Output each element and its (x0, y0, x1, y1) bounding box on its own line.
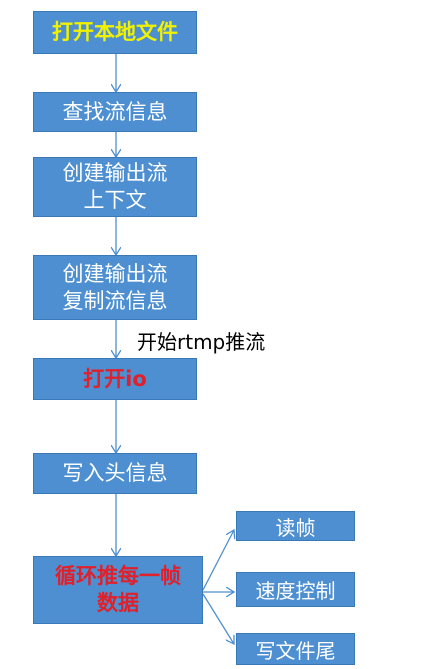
step-label-line1: 创建输出流 (62, 161, 168, 185)
step-label-line1: 创建输出流 (62, 261, 168, 286)
step-label: 打开io (83, 366, 147, 391)
arrow-loop-read (202, 530, 234, 591)
step-create-output-copy-stream: 创建输出流 复制流信息 (33, 255, 197, 320)
arrow-loop-trailer (202, 593, 234, 644)
step-write-header: 写入头信息 (33, 453, 197, 494)
rtmp-push-note: 开始rtmp推流 (137, 330, 266, 354)
step-open-local-file: 打开本地文件 (33, 11, 197, 54)
substep-write-trailer: 写文件尾 (236, 633, 355, 665)
step-label-line2: 数据 (97, 591, 139, 615)
step-label: 查找流信息 (62, 99, 168, 124)
step-label: 写入头信息 (62, 461, 168, 485)
step-push-each-frame: 循环推每一帧 数据 (33, 556, 203, 624)
step-label: 打开本地文件 (52, 20, 178, 44)
step-open-io: 打开io (33, 358, 197, 400)
step-create-output-context: 创建输出流 上下文 (33, 157, 197, 217)
step-find-stream-info: 查找流信息 (33, 92, 197, 132)
step-label-line2: 上下文 (83, 188, 147, 212)
step-label-line2: 复制流信息 (62, 288, 168, 313)
substep-speed-control: 速度控制 (236, 572, 355, 607)
step-label-line1: 循环推每一帧 (55, 564, 181, 588)
substep-read-frame: 读帧 (236, 511, 355, 541)
